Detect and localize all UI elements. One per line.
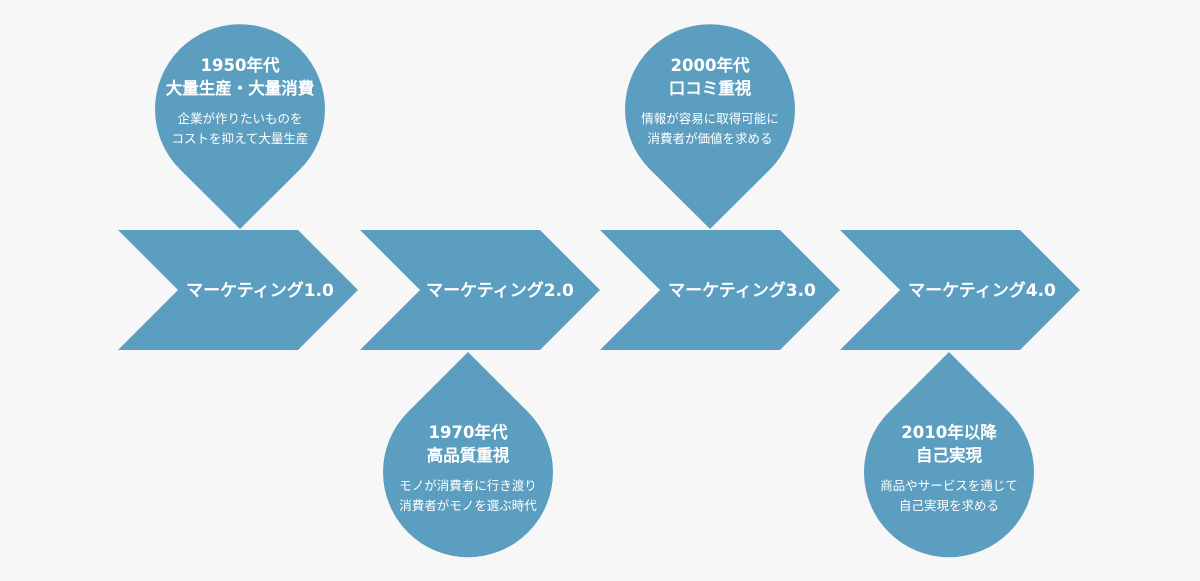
chevron-marketing-2 [360,230,600,350]
bubble-description: 企業が作りたいものを コストを抑えて大量生産 [145,109,335,149]
bubble-desc-line: コストを抑えて大量生産 [171,131,309,146]
bubble-desc-line: 商品やサービスを通じて [880,478,1018,493]
bubble-desc-line: 消費者がモノを選ぶ時代 [399,498,537,513]
stage-label-2: マーケティング2.0 [426,281,574,301]
bubble-text-1970: 1970年代 高品質重視 モノが消費者に行き渡り 消費者がモノを選ぶ時代 [373,421,563,516]
bubble-theme: 大量生産・大量消費 [165,79,315,98]
chevron-marketing-3 [600,230,840,350]
stage-label-1: マーケティング1.0 [186,281,334,301]
stage-label-4: マーケティング4.0 [908,281,1056,301]
pin-bubble-1950 [155,24,325,229]
stage-label-3: マーケティング3.0 [668,281,816,301]
bubble-theme: 自己実現 [916,446,982,465]
bubble-era: 1950年代 [200,56,280,75]
bubble-description: 情報が容易に取得可能に 消費者が価値を求める [615,109,805,149]
bubble-era: 2010年以降 [901,423,997,442]
bubble-text-2000: 2000年代 口コミ重視 情報が容易に取得可能に 消費者が価値を求める [615,54,805,149]
bubble-desc-line: モノが消費者に行き渡り [399,478,537,493]
chevron-marketing-4 [840,230,1080,350]
drop-bubble-2010 [864,352,1034,558]
pin-bubble-2000 [625,24,795,229]
bubble-description: モノが消費者に行き渡り 消費者がモノを選ぶ時代 [373,476,563,516]
bubble-desc-line: 情報が容易に取得可能に [641,111,779,126]
bubble-era: 1970年代 [428,423,508,442]
chevron-marketing-1 [118,230,358,350]
bubble-text-2010: 2010年以降 自己実現 商品やサービスを通じて 自己実現を求める [854,421,1044,516]
bubble-theme: 高品質重視 [426,446,510,465]
bubble-text-1950: 1950年代 大量生産・大量消費 企業が作りたいものを コストを抑えて大量生産 [145,54,335,149]
drop-bubble-1970 [383,352,553,558]
bubble-description: 商品やサービスを通じて 自己実現を求める [854,476,1044,516]
bubble-era: 2000年代 [670,56,750,75]
bubble-desc-line: 企業が作りたいものを [177,111,303,126]
bubble-desc-line: 自己実現を求める [898,498,999,513]
bubble-desc-line: 消費者が価値を求める [647,131,773,146]
bubble-theme: 口コミ重視 [668,79,752,98]
